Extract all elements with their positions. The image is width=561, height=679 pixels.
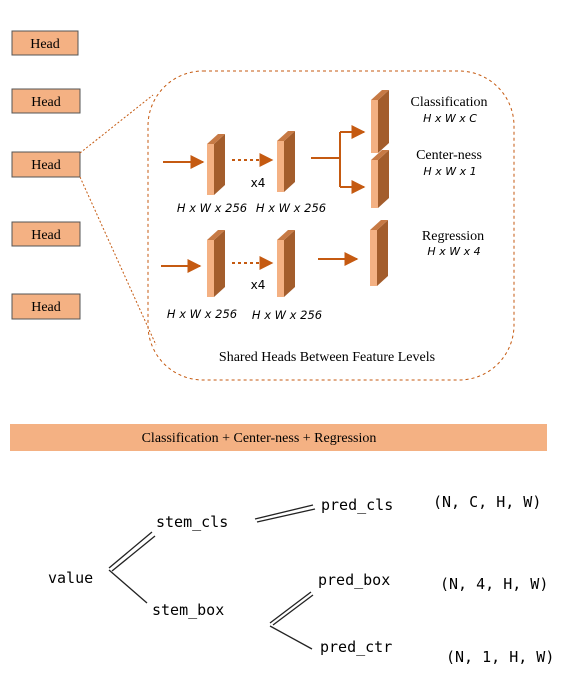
edge-stem-cls-pred-cls-2	[256, 508, 316, 523]
edge-stem-box-pred-ctr	[269, 625, 313, 650]
top-dim-right: H x W x 256	[256, 201, 326, 215]
top-dim-left: H x W x 256	[177, 201, 247, 215]
panel-caption: Shared Heads Between Feature Levels	[219, 350, 435, 365]
tree-shape-box: (N, 4, H, W)	[440, 575, 548, 593]
tree-root-label: value	[48, 569, 93, 587]
zoom-line-top	[79, 94, 154, 154]
tree-edges	[108, 504, 316, 650]
reg-output-block	[370, 220, 388, 286]
edge-value-stem-box	[108, 569, 148, 604]
bottom-block-2	[277, 230, 295, 297]
tree-pred-box-label: pred_box	[318, 571, 390, 589]
ctr-output-label: Center-ness	[416, 148, 482, 163]
cls-output-dim: H x W x C	[423, 112, 477, 125]
tree-pred-ctr-label: pred_ctr	[320, 638, 392, 656]
cls-output-label: Classification	[411, 95, 488, 110]
reg-output-dim: H x W x 4	[427, 245, 480, 258]
head-label-1: Head	[30, 37, 60, 52]
output-banner-label: Classification + Center-ness + Regressio…	[142, 431, 377, 446]
tree-stem-cls-label: stem_cls	[156, 513, 228, 531]
head-label-4: Head	[31, 228, 61, 243]
tree-shape-cls: (N, C, H, W)	[433, 493, 541, 511]
edge-stem-cls-pred-cls	[254, 504, 314, 520]
bottom-dim-right: H x W x 256	[252, 308, 322, 322]
edge-stem-box-pred-box-2	[272, 594, 314, 626]
tree-shape-ctr: (N, 1, H, W)	[446, 648, 554, 666]
head-label-2: Head	[31, 95, 61, 110]
head-box-2: Head	[11, 88, 81, 114]
reg-output-label: Regression	[422, 229, 484, 244]
bottom-repeat-label: x4	[251, 278, 266, 292]
shared-heads-panel	[147, 70, 515, 381]
edge-stem-box-pred-box	[269, 591, 312, 624]
head-label-3: Head	[31, 158, 61, 173]
head-box-4: Head	[11, 221, 81, 247]
cls-output-block	[371, 90, 389, 153]
head-box-3: Head	[11, 151, 81, 178]
tree-stem-box-label: stem_box	[152, 601, 224, 619]
head-box-5: Head	[11, 293, 81, 320]
head-label-5: Head	[31, 300, 61, 315]
zoom-line-bottom	[79, 176, 157, 346]
ctr-output-block	[371, 150, 389, 208]
top-block-2	[277, 131, 295, 192]
ctr-output-dim: H x W x 1	[423, 165, 476, 178]
head-box-1: Head	[11, 30, 79, 56]
top-repeat-label: x4	[251, 176, 266, 190]
edge-value-stem-cls-2	[111, 535, 156, 572]
bottom-block-1	[207, 230, 225, 297]
tree-pred-cls-label: pred_cls	[321, 496, 393, 514]
top-block-1	[207, 134, 225, 195]
edge-value-stem-cls	[108, 531, 153, 569]
bottom-dim-left: H x W x 256	[167, 307, 237, 321]
output-banner	[10, 424, 547, 451]
